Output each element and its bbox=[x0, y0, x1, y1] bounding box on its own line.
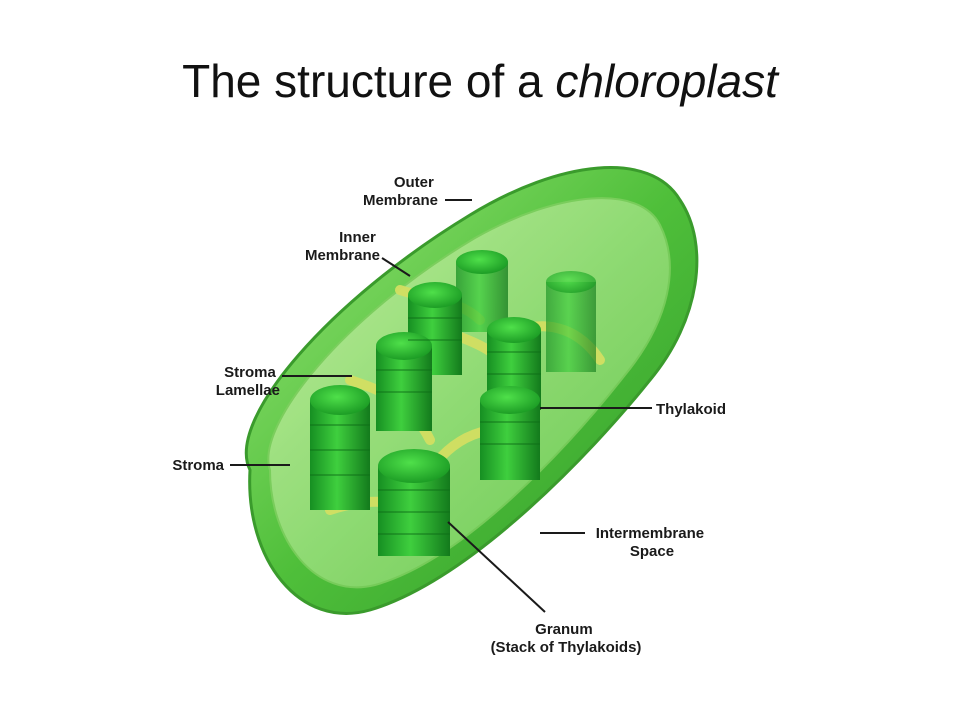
granum-stack bbox=[546, 271, 596, 372]
granum-stack bbox=[310, 385, 370, 510]
leader-lines bbox=[230, 199, 652, 613]
thylakoid-disc-lines bbox=[310, 317, 541, 535]
label-outer-membrane: Outer Membrane bbox=[363, 174, 438, 209]
label-intermembrane-space: Intermembrane Space bbox=[596, 525, 709, 560]
label-stroma-lamellae: Stroma Lamellae bbox=[216, 364, 280, 399]
granum-stack bbox=[376, 332, 432, 431]
title-emphasis: chloroplast bbox=[555, 55, 778, 107]
label-granum: Granum (Stack of Thylakoids) bbox=[491, 621, 642, 656]
label-thylakoid: Thylakoid bbox=[656, 401, 726, 418]
granum-stack bbox=[480, 386, 540, 480]
granum-stacks bbox=[310, 250, 596, 556]
label-stroma: Stroma bbox=[172, 457, 224, 474]
granum-stack bbox=[378, 449, 450, 556]
title-main: The structure of a bbox=[182, 55, 543, 107]
label-inner-membrane: Inner Membrane bbox=[305, 229, 380, 264]
slide-title: The structure of a chloroplast bbox=[0, 58, 960, 104]
